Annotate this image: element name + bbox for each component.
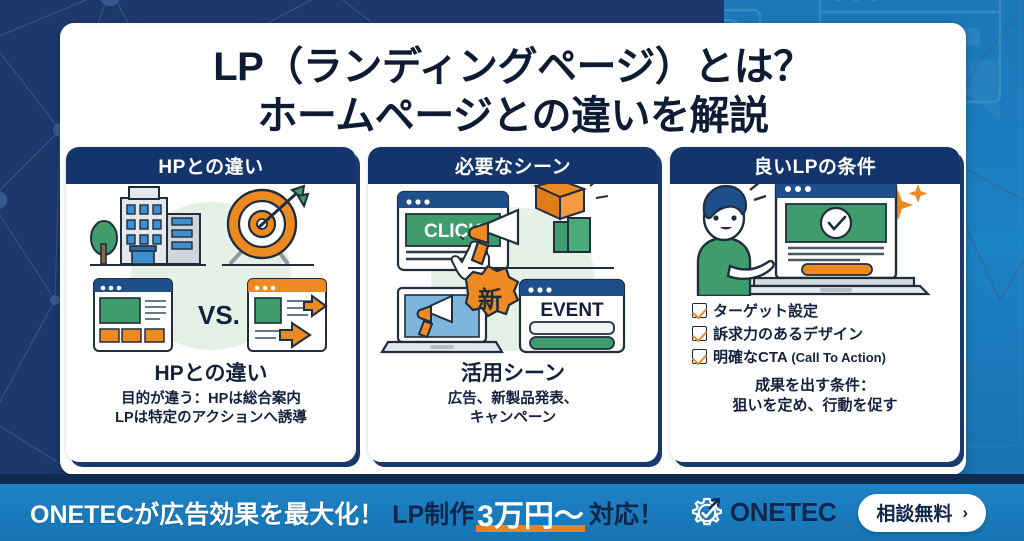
laptop-megaphone-icon (380, 286, 504, 354)
event-label: EVENT (540, 300, 604, 321)
card-1-title: HPとの違い (154, 362, 268, 385)
card-1-header: HPとの違い (66, 147, 356, 184)
card-1-desc-line-1: 目的が違う：HPは総合案内 (121, 391, 301, 407)
price-highlight: 3万円〜 (477, 499, 584, 533)
checkbox-checked-icon[interactable] (692, 349, 707, 364)
title-line-2: ホームページとの違いを解説 (257, 94, 769, 138)
card-1-desc-line-2: LPは特定のアクションへ誘導 (115, 410, 307, 426)
new-label: 新 (478, 286, 502, 314)
click-label: CLICK (424, 221, 482, 242)
card-3-illustration (670, 184, 960, 296)
checklist-label-sub: (Call To Action) (787, 350, 886, 365)
title-line-1: LP（ランディングページ）とは？ (213, 45, 813, 89)
card-3-footer: 成果を出す条件： 狙いを定め、行動を促す (676, 376, 954, 416)
card-2-header: 必要なシーン (368, 147, 658, 184)
person-pointing-icon (696, 184, 775, 296)
office-building-icon (120, 186, 201, 265)
card-1-body: HPとの違い 目的が違う：HPは総合案内 LPは特定のアクションへ誘導 (66, 359, 356, 462)
checklist-label: 訴求力のあるデザイン (713, 326, 864, 343)
card-2-desc-line-2: キャンペーン (469, 410, 557, 426)
browser-window-event: EVENT (518, 278, 626, 354)
price-highlight-wrap: 3万円〜 (474, 491, 585, 535)
card-3-foot-line-1: 成果を出す条件： (754, 377, 875, 394)
gear-check-arrow-icon (691, 497, 722, 525)
free-consultation-button[interactable]: 相談無料 › (858, 493, 987, 532)
checklist-label: ターゲット設定 (713, 303, 819, 320)
bottom-bar-lp-production: LP制作 (392, 500, 475, 529)
checklist-item[interactable]: 訴求力のあるデザイン (692, 323, 954, 344)
checkbox-checked-icon[interactable] (692, 303, 707, 318)
checklist-item[interactable]: ターゲット設定 (692, 300, 954, 321)
card-good-lp-conditions[interactable]: 良いLPの条件 (670, 147, 960, 462)
bottom-divider-strip (0, 474, 1024, 484)
browser-window-lp (247, 278, 328, 352)
cards-row: HPとの違い (60, 147, 966, 467)
checklist-item[interactable]: 明確なCTA (Call To Action) (692, 346, 954, 367)
onetec-logo-text: ONETEC (729, 497, 837, 527)
conditions-checklist: ターゲット設定 訴求力のあるデザイン 明確なCTA (Call To Actio… (676, 298, 954, 367)
target-icon (226, 184, 310, 266)
main-content-panel: LP（ランディングページ）とは？ ホームページとの違いを解説 HPとの違い (60, 23, 966, 475)
megaphone-box-icon (468, 184, 614, 269)
card-required-scene[interactable]: 必要なシーン CLICK (368, 147, 658, 462)
card-2-illustration: CLICK (368, 184, 658, 359)
card-2-title: 活用シーン (461, 362, 565, 385)
bottom-bar-headline: ONETECが広告効果を最大化！ (30, 500, 385, 529)
card-1-illustration: VS. (66, 184, 356, 359)
card-2-body: 活用シーン 広告、新製品発表、 キャンペーン (368, 359, 658, 462)
browser-window-hp (93, 278, 173, 352)
new-badge: 新 (464, 264, 520, 318)
vs-label: VS. (198, 300, 240, 330)
card-2-desc-line-1: 広告、新製品発表、 (447, 391, 579, 407)
tree-icon (90, 220, 118, 265)
chevron-right-icon: › (962, 502, 969, 522)
page-title: LP（ランディングページ）とは？ ホームページとの違いを解説 (60, 43, 966, 141)
onetec-logo[interactable]: ONETEC (690, 496, 837, 530)
card-3-body: ターゲット設定 訴求力のあるデザイン 明確なCTA (Call To Actio… (670, 296, 960, 462)
cta-label: 相談無料 (876, 504, 953, 525)
bottom-cta-bar: ONETECが広告効果を最大化！ LP制作 3万円〜 対応！ ONETEC 相談… (0, 484, 1024, 541)
checklist-label-main: 明確なCTA (713, 349, 788, 366)
card-3-header: 良いLPの条件 (670, 147, 960, 184)
card-3-foot-line-2: 狙いを定め、行動を促す (732, 397, 898, 414)
checkbox-checked-icon[interactable] (692, 326, 707, 341)
checklist-label: 明確なCTA (Call To Action) (713, 346, 886, 367)
bottom-bar-support: 対応！ (588, 500, 664, 529)
card-hp-difference[interactable]: HPとの違い (66, 147, 356, 462)
laptop-with-checkmark (737, 184, 931, 296)
